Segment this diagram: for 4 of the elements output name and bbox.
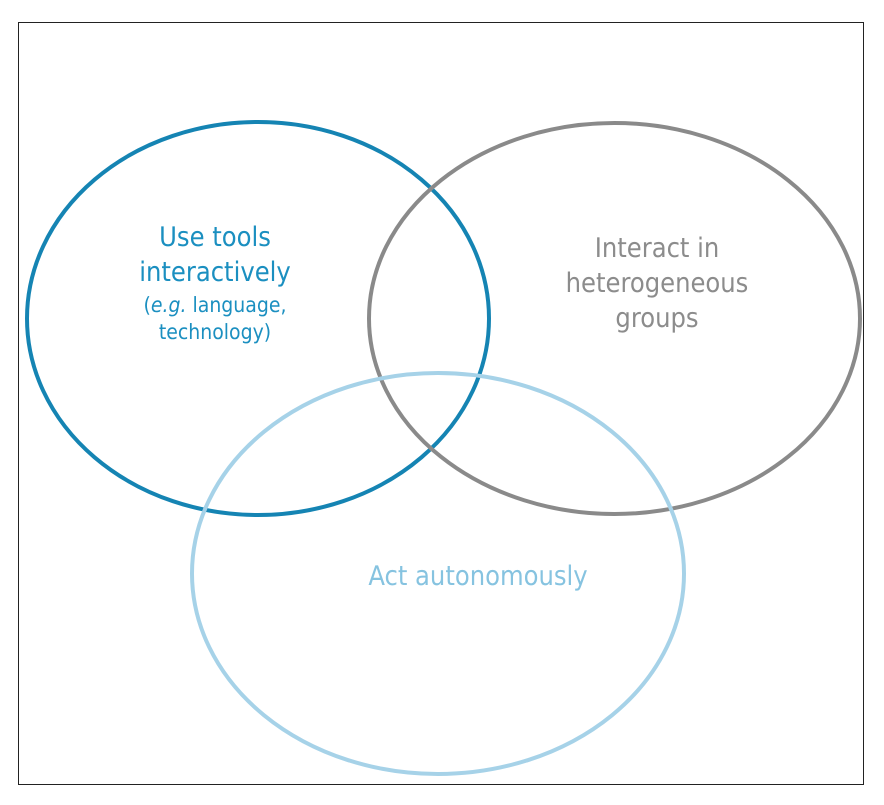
circle-label: Use tools interactively: [138, 221, 292, 290]
circle-label: Interact in heterogeneous groups: [564, 232, 750, 336]
circle-sublabel: (e.g. language, technology): [142, 292, 288, 346]
circle-label: Act autonomously: [367, 560, 589, 594]
